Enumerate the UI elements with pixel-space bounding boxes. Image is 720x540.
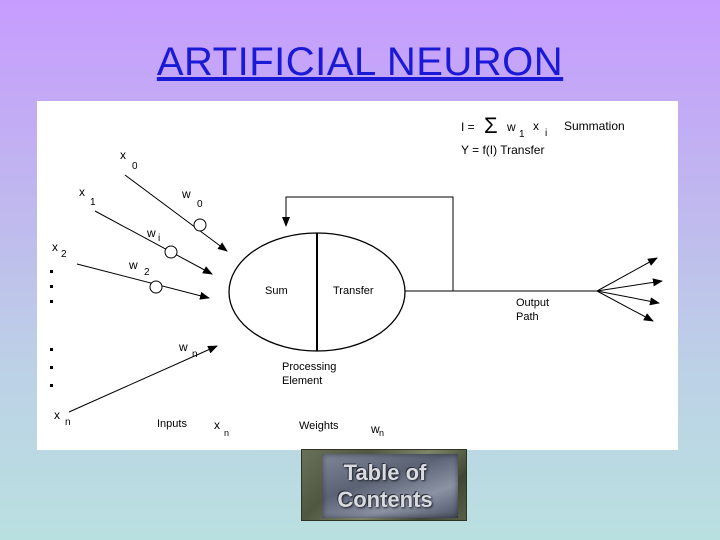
output-arrow-2 (596, 278, 663, 292)
output-arrow-1 (596, 257, 658, 292)
bottom-inputs-label: Inputs (157, 418, 187, 430)
weight-wi-label: w i (146, 226, 160, 244)
bottom-inputs-var: x n (214, 418, 229, 438)
weight-wn-label: w n (178, 340, 198, 360)
svg-text:1: 1 (519, 129, 525, 140)
ellipsis-dots-upper (50, 270, 53, 303)
svg-text:2: 2 (61, 249, 67, 260)
svg-text:Summation: Summation (564, 119, 625, 133)
svg-text:w: w (370, 422, 380, 436)
svg-text:x: x (533, 119, 539, 133)
output-label-line1: Output (516, 297, 549, 309)
output-arrow-3 (596, 290, 660, 306)
input-line-x0 (124, 174, 228, 252)
summation-formula: I = Σ w 1 x i Summation Y = f(I) Transfe… (461, 113, 625, 157)
output-arrow-4 (596, 290, 654, 322)
weight-node-w2 (149, 280, 163, 294)
svg-text:x: x (79, 185, 85, 199)
svg-text:2: 2 (144, 267, 150, 278)
neuron-diagram: I = Σ w 1 x i Summation Y = f(I) Transfe… (37, 101, 678, 450)
table-of-contents-button[interactable]: Table of Contents (301, 449, 467, 521)
sum-label: Sum (265, 285, 288, 297)
svg-text:0: 0 (197, 199, 203, 210)
feedback-loop (282, 196, 454, 291)
svg-text:x: x (214, 418, 220, 432)
input-xn-label: x n (54, 408, 71, 428)
svg-text:x: x (120, 148, 126, 162)
svg-text:Σ: Σ (484, 113, 498, 138)
processing-label-line1: Processing (282, 361, 336, 373)
input-line-x2 (76, 263, 210, 300)
svg-text:i: i (545, 128, 547, 139)
svg-text:n: n (65, 417, 71, 428)
transfer-label: Transfer (333, 285, 374, 297)
weight-w2-label: w 2 (128, 258, 150, 278)
input-x2-label: x 2 (52, 240, 67, 260)
svg-text:i: i (158, 233, 160, 244)
svg-text:w: w (178, 340, 188, 354)
svg-text:n: n (224, 428, 229, 438)
slide-title: ARTIFICIAL NEURON (156, 40, 564, 84)
weight-node-wi (164, 245, 178, 259)
weight-node-w0 (193, 218, 207, 232)
svg-text:w: w (506, 120, 516, 134)
ellipsis-dots-lower (50, 348, 53, 387)
svg-text:w: w (146, 226, 156, 240)
svg-text:1: 1 (90, 197, 96, 208)
svg-text:n: n (379, 428, 384, 438)
input-line-x1 (94, 210, 213, 275)
toc-label-line2: Contents (337, 487, 433, 512)
svg-text:w: w (181, 187, 191, 201)
svg-text:Y = f(I) Transfer: Y = f(I) Transfer (461, 143, 544, 157)
input-line-xn (68, 345, 218, 413)
input-x1-label: x 1 (79, 185, 96, 208)
toc-label-line1: Table of (343, 460, 427, 485)
toc-button-plate (322, 454, 458, 518)
svg-text:x: x (54, 408, 60, 422)
output-label-line2: Path (516, 311, 539, 323)
svg-text:0: 0 (132, 161, 138, 172)
bottom-weights-label: Weights (299, 420, 339, 432)
bottom-weights-var: w n (370, 422, 384, 438)
svg-text:x: x (52, 240, 58, 254)
svg-text:I =: I = (461, 120, 475, 134)
input-x0-label: x 0 (120, 148, 138, 172)
svg-text:w: w (128, 258, 138, 272)
processing-label-line2: Element (282, 375, 322, 387)
weight-w0-label: w 0 (181, 187, 203, 210)
svg-text:n: n (192, 349, 198, 360)
